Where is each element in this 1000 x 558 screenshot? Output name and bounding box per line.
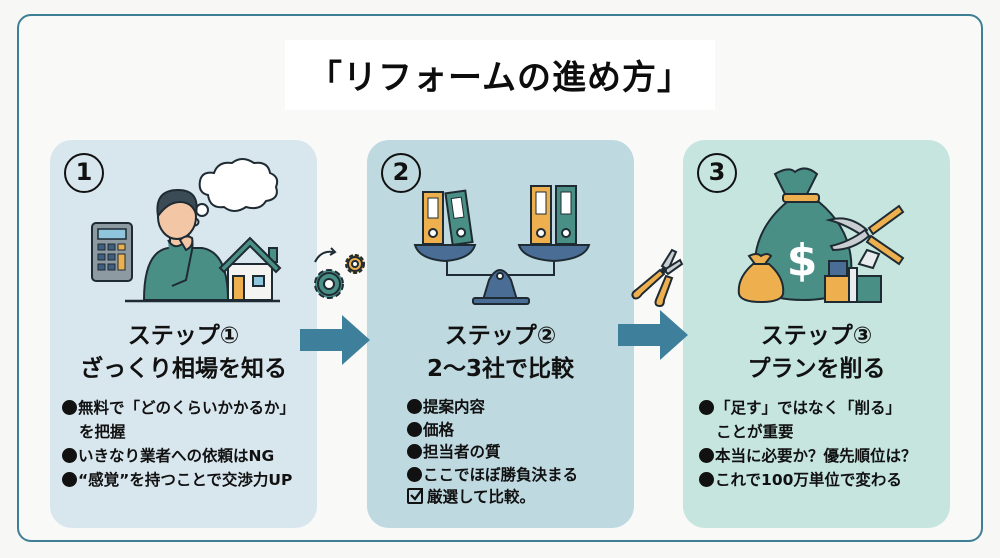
gift-box-icon [824,248,882,303]
bullet-dot-icon [699,472,714,487]
bullet-text: 担当者の質 [423,443,501,461]
step-title-line-2: 2〜3社で比較 [426,356,574,382]
bullet-text-continued: を把握 [79,423,126,441]
calculator-icon [91,222,133,282]
bullet-text: ここでほぼ勝負決まる [423,465,579,484]
bullet-text: これで100万単位で変わる [715,471,902,489]
binders-right-icon [530,185,577,245]
list-item: これで100万単位で変わる [699,468,944,492]
step-card-2: 2 ステップ② [367,140,634,528]
gears-icon [314,247,365,299]
step-title: ステップ③ プランを削る [683,320,950,386]
small-bag-icon [737,253,785,304]
bullet-dot-icon [407,466,422,482]
bullet-dot-icon [699,448,714,463]
step-title: ステップ② 2〜3社で比較 [367,320,634,386]
step-title-line-1: ステップ② [444,323,557,349]
bullet-text: 本当に必要か？優先順位は？ [715,447,917,465]
step-title-line-2: ざっくり相場を知る [80,356,287,382]
step-title-line-1: ステップ③ [760,323,873,349]
list-item: 価格 [407,419,628,442]
bullet-list: 無料で「どのくらいかかるか」を把握 いきなり業者への依頼はNG “感覚”を持つこ… [62,396,311,492]
bullet-dot-icon [699,400,714,415]
balance-scale-illustration [413,185,591,305]
person-icon [142,188,230,301]
scale-icon [413,244,591,305]
check-item: 厳選して比較。 [407,486,628,509]
bullet-dot-icon [62,472,77,487]
right-arrow-icon [618,310,688,360]
bullet-text: “感覚”を持つことで交渉力UP [78,471,293,489]
list-item: 提案内容 [407,396,628,419]
bullet-text-continued: ことが重要 [716,423,794,441]
bullet-text: いきなり業者への依頼はNG [78,447,275,465]
pruning-shears-icon [631,248,684,308]
check-item-text: 厳選して比較。 [427,488,536,506]
bullet-dot-icon [407,421,422,437]
money-bag-illustration: $ [737,167,905,304]
bullet-dot-icon [407,399,422,414]
checkbox-checked-icon [407,488,423,504]
svg-text:$: $ [787,235,818,286]
house-icon [218,236,282,301]
list-item: 担当者の質 [407,441,628,464]
step-title-line-2: プランを削る [747,356,886,382]
bullet-text: 提案内容 [423,398,486,416]
bullet-text: 「足す」ではなく「削る」 [715,399,902,417]
bullet-dot-icon [407,444,422,459]
list-item: いきなり業者への依頼はNG [62,444,311,468]
step-number-badge: 3 [697,153,737,193]
bullet-text: 価格 [423,420,455,439]
step-card-3: 3 $ ステップ③ プランを削る 「足す」ではなく「削る」 [683,140,950,528]
person-thinking-illustration [91,158,282,303]
thought-bubble-icon [190,158,279,227]
title-background [285,40,715,110]
step-number-badge: 2 [381,153,421,193]
binders-left-icon [422,189,474,246]
page-title: 「リフォームの進め方」 [308,58,692,98]
bullet-text: 無料で「どのくらいかかるか」 [78,399,296,417]
list-item: 本当に必要か？優先順位は？ [699,444,944,468]
bullet-list: 提案内容 価格 担当者の質 ここでほぼ勝負決まる 厳選して比較。 [407,396,628,509]
bullet-dot-icon [62,448,77,463]
list-item: ここでほぼ勝負決まる [407,464,628,487]
step-number-badge: 1 [64,153,104,193]
list-item: 「足す」ではなく「削る」ことが重要 [699,396,944,444]
bullet-list: 「足す」ではなく「削る」ことが重要 本当に必要か？優先順位は？ これで100万単… [699,396,944,492]
step-card-1: 1 [50,140,317,528]
right-arrow-icon [300,315,370,365]
pruning-shears-icon [825,204,905,266]
list-item: “感覚”を持つことで交渉力UP [62,468,311,492]
bullet-dot-icon [62,400,77,415]
step-title: ステップ① ざっくり相場を知る [50,320,317,386]
list-item: 無料で「どのくらいかかるか」を把握 [62,396,311,444]
step-title-line-1: ステップ① [127,323,240,349]
